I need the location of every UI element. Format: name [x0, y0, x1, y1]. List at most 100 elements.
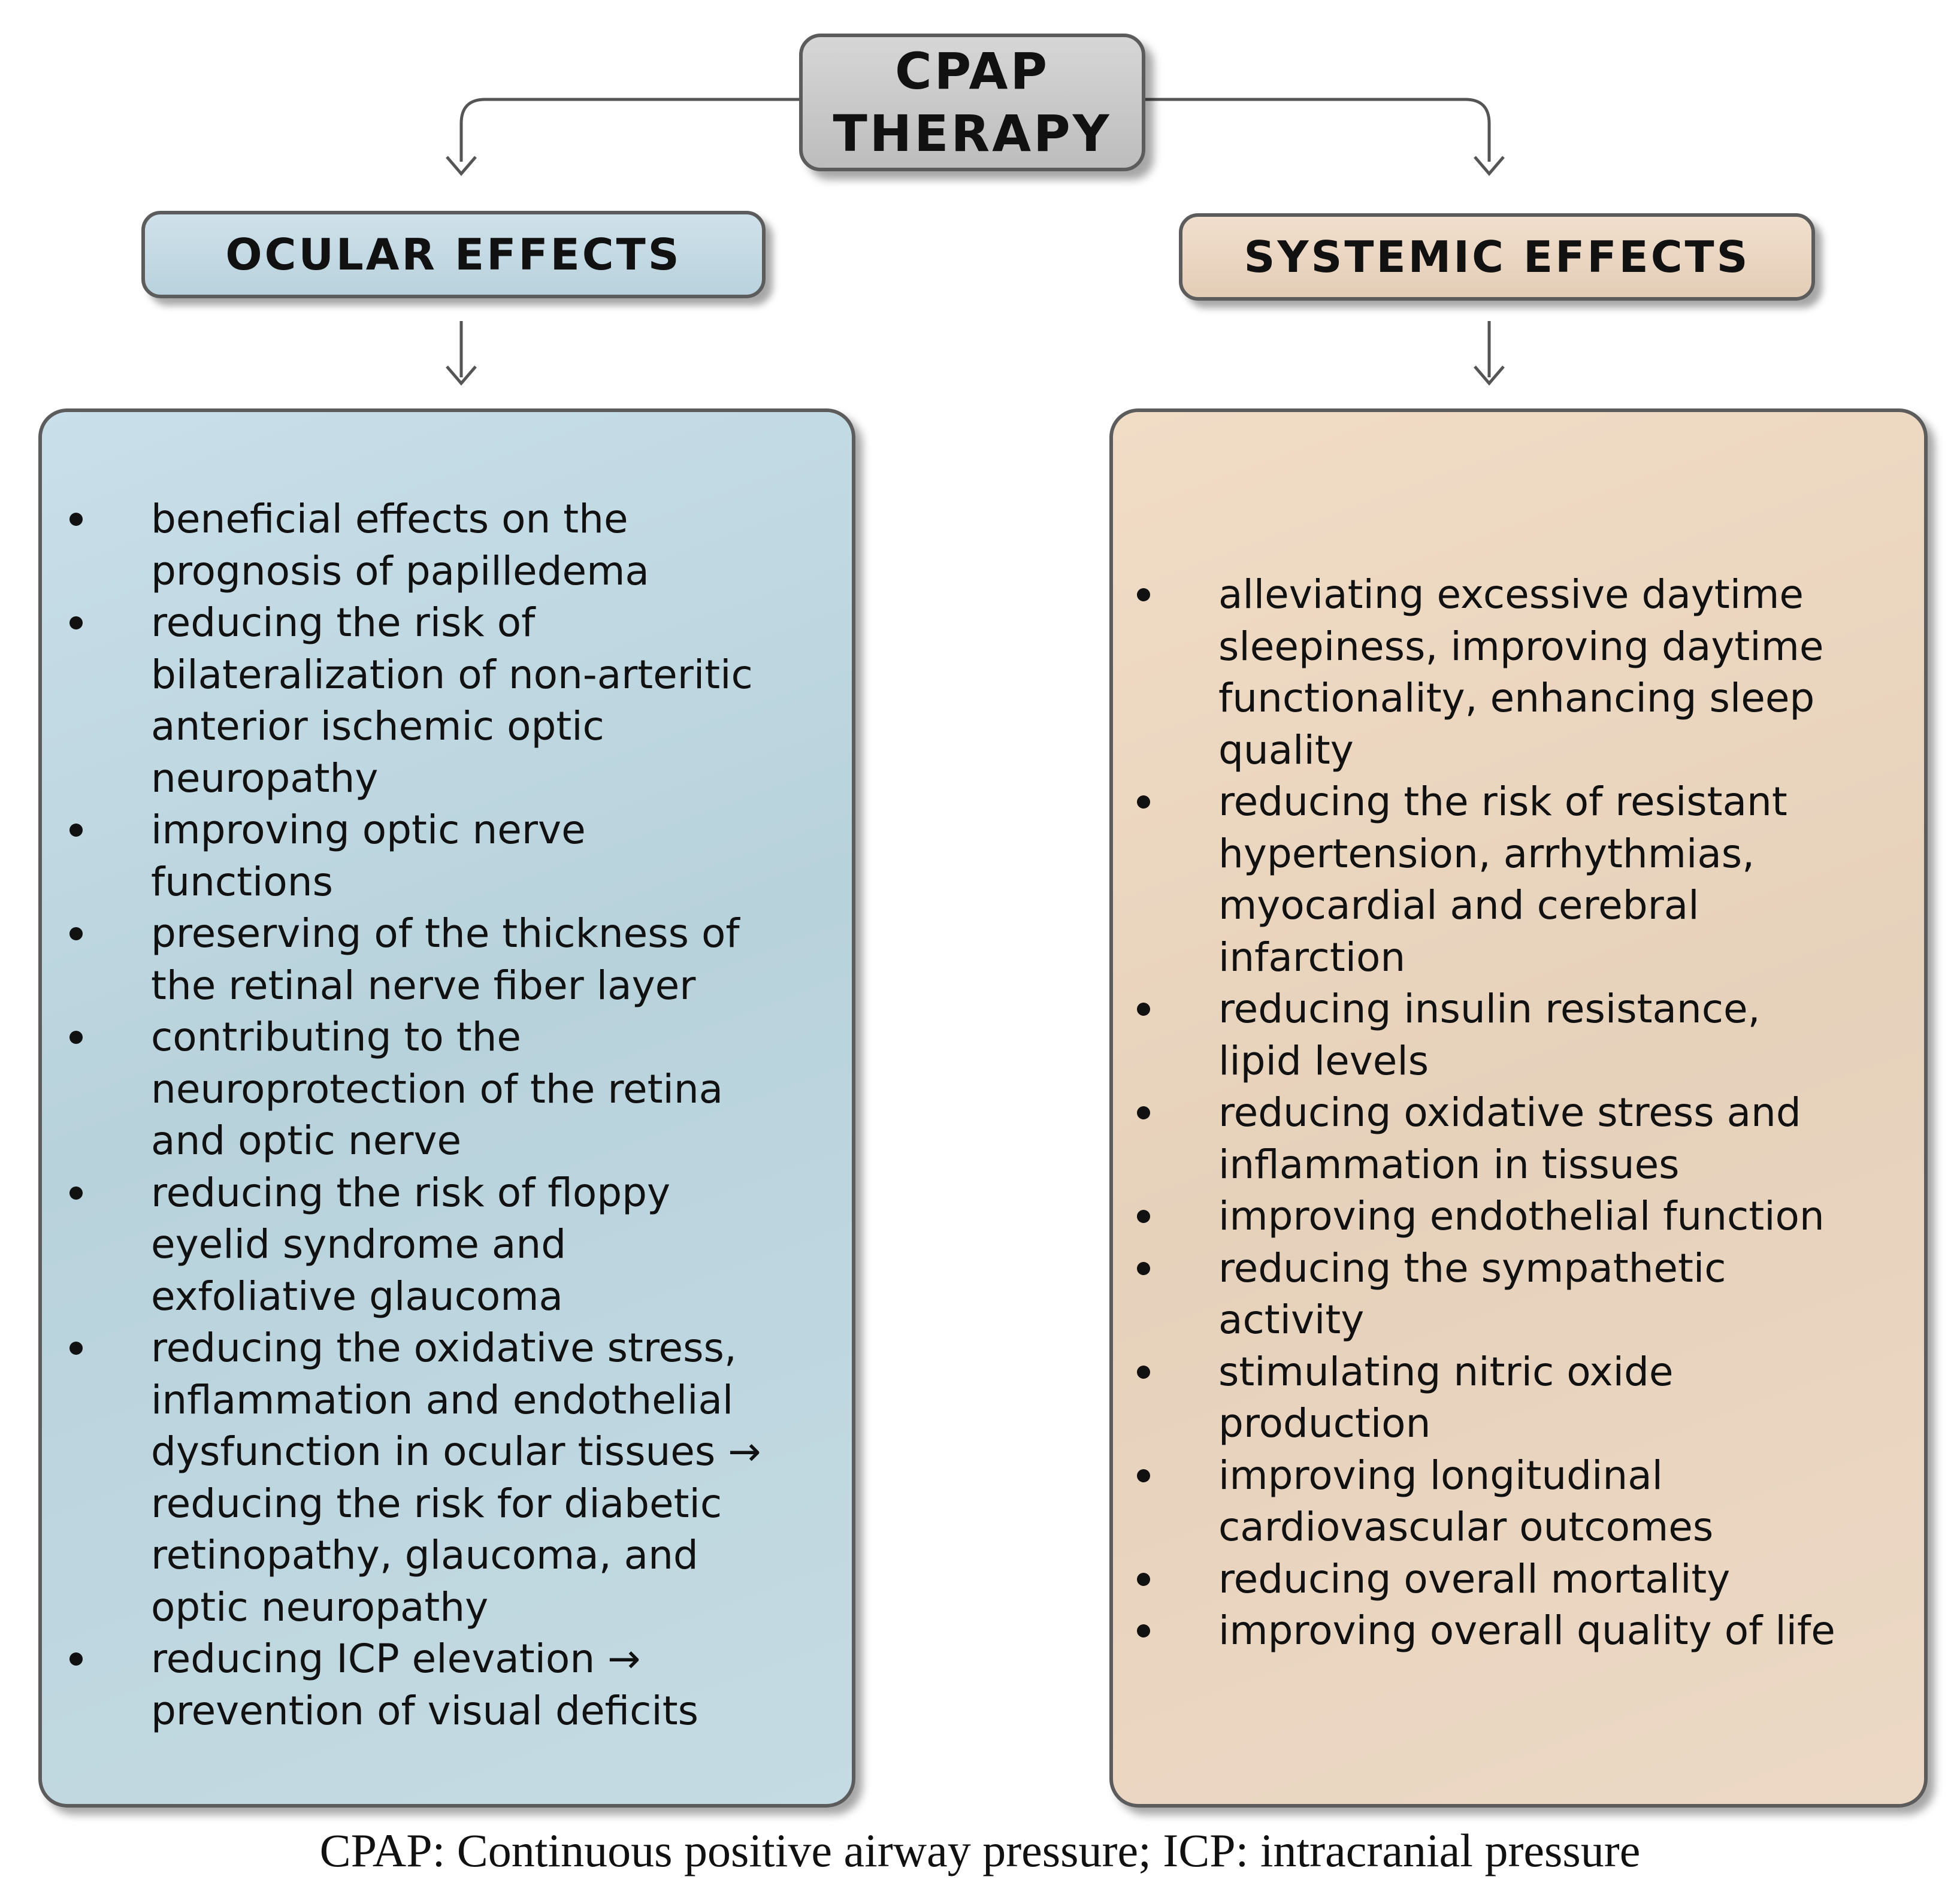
systemic-effect-item: alleviating excessive daytime sleepiness,… [1131, 569, 1925, 776]
bullet-icon [69, 1031, 83, 1044]
arrowhead-systemic-panel [1474, 365, 1505, 386]
ocular-effect-item: reducing ICP elevation → prevention of vi… [63, 1633, 854, 1737]
bullet-icon [1137, 1365, 1150, 1379]
root-title-line-2: THERAPY [833, 104, 1112, 163]
ocular-effect-item-line: dysfunction in ocular tissues → [151, 1428, 761, 1475]
root-node-cpap-therapy: CPAP THERAPY [799, 34, 1145, 171]
systemic-effect-item: improving overall quality of life [1131, 1605, 1925, 1657]
bullet-icon [1137, 1261, 1150, 1275]
ocular-effect-item-line: reducing ICP elevation → [151, 1636, 641, 1682]
ocular-effect-item-line: preserving of the thickness of [151, 910, 740, 956]
ocular-effect-item-line: inflammation and endothelial [151, 1376, 734, 1423]
ocular-effect-item-line: reducing the risk of floppy [151, 1169, 671, 1216]
systemic-effect-item-line: production [1218, 1400, 1431, 1446]
bullet-icon [69, 1652, 83, 1666]
ocular-effect-item-line: beneficial effects on the [151, 496, 628, 542]
ocular-effect-item-line: reducing the oxidative stress, [151, 1325, 737, 1371]
systemic-effect-item-line: reducing oxidative stress and [1218, 1089, 1801, 1136]
systemic-effect-item: stimulating nitric oxide production [1131, 1346, 1925, 1450]
systemic-effect-item-line: reducing the sympathetic [1218, 1245, 1726, 1291]
arrowhead-ocular-panel [446, 365, 477, 386]
ocular-effect-item: preserving of the thickness of the retina… [63, 908, 854, 1012]
systemic-effect-item-line: activity [1218, 1297, 1365, 1343]
connector-root-to-ocular [459, 98, 799, 162]
ocular-effect-item-line: neuropathy [151, 755, 379, 801]
systemic-effect-item: reducing the risk of resistant hypertensi… [1131, 776, 1925, 983]
bullet-icon [1137, 1003, 1150, 1016]
bullet-icon [1137, 1210, 1150, 1223]
systemic-effect-item-line: improving endothelial function [1218, 1193, 1825, 1239]
ocular-effect-item-line: improving optic nerve [151, 807, 586, 853]
bullet-icon [69, 1342, 83, 1355]
ocular-effects-heading: OCULAR EFFECTS [225, 229, 682, 280]
systemic-effects-list: alleviating excessive daytime sleepiness,… [1131, 569, 1925, 1657]
ocular-effect-item-line: exfoliative glaucoma [151, 1273, 564, 1319]
ocular-effect-item-line: contributing to the [151, 1014, 522, 1060]
ocular-effect-item-line: bilateralization of non-arteritic [151, 651, 753, 698]
bullet-icon [69, 513, 83, 526]
connector-root-to-systemic [1145, 98, 1491, 162]
figure-caption: CPAP: Continuous positive airway pressur… [319, 1824, 1641, 1876]
systemic-effect-item-line: improving overall quality of life [1218, 1608, 1835, 1654]
systemic-effect-item-line: myocardial and cerebral [1218, 882, 1699, 928]
ocular-effect-item-line: prevention of visual deficits [151, 1687, 699, 1734]
ocular-effect-item-line: and optic nerve [151, 1118, 462, 1164]
bullet-icon [1137, 588, 1150, 601]
root-title-line-1: CPAP [894, 42, 1050, 101]
bullet-icon [69, 616, 83, 629]
systemic-effect-item-line: infarction [1218, 934, 1406, 980]
systemic-effect-item: reducing overall mortality [1131, 1554, 1925, 1606]
ocular-effect-item: reducing the oxidative stress, inflammati… [63, 1322, 854, 1633]
ocular-effects-panel: beneficial effects on the prognosis of pa… [38, 408, 855, 1808]
systemic-effect-item-line: hypertension, arrhythmias, [1218, 830, 1755, 877]
ocular-effect-item-line: optic neuropathy [151, 1584, 489, 1630]
systemic-effect-item-line: stimulating nitric oxide [1218, 1348, 1674, 1395]
systemic-effect-item: reducing oxidative stress and inflammatio… [1131, 1087, 1925, 1191]
systemic-effect-item-line: inflammation in tissues [1218, 1141, 1680, 1188]
systemic-effect-item-line: reducing the risk of resistant [1218, 779, 1787, 825]
bullet-icon [1137, 1572, 1150, 1586]
ocular-effect-item: reducing the risk of bilateralization of … [63, 597, 854, 804]
ocular-effect-item-line: functions [151, 858, 333, 905]
ocular-effect-item: beneficial effects on the prognosis of pa… [63, 494, 854, 597]
arrowhead-ocular-heading [446, 156, 477, 176]
systemic-effect-item-line: improving longitudinal [1218, 1452, 1663, 1499]
systemic-effects-panel: alleviating excessive daytime sleepiness,… [1109, 408, 1928, 1808]
ocular-effect-item-line: eyelid syndrome and [151, 1221, 567, 1267]
ocular-effects-heading-box: OCULAR EFFECTS [141, 211, 766, 298]
ocular-effect-item-line: anterior ischemic optic [151, 703, 604, 749]
ocular-effect-item-line: reducing the risk of [151, 600, 536, 646]
bullet-icon [1137, 795, 1150, 809]
bullet-icon [1137, 1469, 1150, 1482]
systemic-effect-item-line: sleepiness, improving daytime [1218, 623, 1824, 670]
bullet-icon [69, 927, 83, 940]
ocular-effect-item-line: reducing the risk for diabetic [151, 1480, 722, 1527]
ocular-effects-list: beneficial effects on the prognosis of pa… [63, 494, 854, 1737]
systemic-effect-item-line: reducing insulin resistance, [1218, 986, 1761, 1032]
systemic-effect-item-line: alleviating excessive daytime [1218, 571, 1804, 617]
systemic-effect-item-line: functionality, enhancing sleep [1218, 675, 1815, 721]
arrowhead-systemic-heading [1474, 156, 1505, 176]
systemic-effect-item: reducing the sympathetic activity [1131, 1243, 1925, 1346]
systemic-effects-heading-box: SYSTEMIC EFFECTS [1179, 213, 1815, 301]
ocular-effect-item-line: neuroprotection of the retina [151, 1065, 724, 1112]
ocular-effect-item: reducing the risk of floppy eyelid syndro… [63, 1167, 854, 1323]
ocular-effect-item: contributing to the neuroprotection of th… [63, 1012, 854, 1167]
ocular-effect-item: improving optic nerve functions [63, 804, 854, 908]
ocular-effect-item-line: the retinal nerve fiber layer [151, 962, 696, 1009]
systemic-effects-heading: SYSTEMIC EFFECTS [1244, 232, 1750, 282]
bullet-icon [69, 1186, 83, 1200]
systemic-effect-item-line: cardiovascular outcomes [1218, 1504, 1714, 1550]
systemic-effect-item: reducing insulin resistance, lipid levels [1131, 983, 1925, 1087]
systemic-effect-item-line: quality [1218, 727, 1354, 773]
bullet-icon [1137, 1624, 1150, 1637]
root-title: CPAP THERAPY [816, 40, 1128, 165]
ocular-effect-item-line: prognosis of papilledema [151, 547, 649, 594]
systemic-effect-item: improving endothelial function [1131, 1191, 1925, 1243]
systemic-effect-item: improving longitudinal cardiovascular out… [1131, 1450, 1925, 1554]
ocular-effect-item-line: retinopathy, glaucoma, and [151, 1532, 698, 1578]
systemic-effect-item-line: lipid levels [1218, 1037, 1429, 1084]
bullet-icon [69, 824, 83, 837]
systemic-effect-item-line: reducing overall mortality [1218, 1555, 1731, 1602]
